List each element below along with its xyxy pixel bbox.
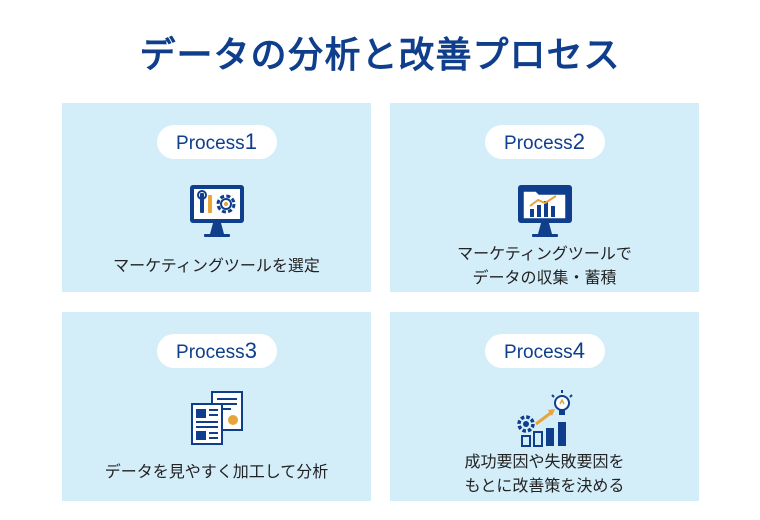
process-description: データを見やすく加工して分析 (104, 462, 329, 481)
process-badge: Process4 (484, 334, 605, 368)
process-card-4: Process4 成功要因や失敗要因を もとに改善策を決める (390, 312, 699, 501)
process-badge: Process1 (156, 125, 277, 159)
monitor-folder-chart-icon (514, 179, 576, 241)
process-card-1: Process1 マーケティングツールを選定 (62, 103, 371, 292)
page-title: データの分析と改善プロセス (139, 35, 621, 76)
process-badge: Process2 (484, 125, 605, 159)
process-description: 成功要因や失敗要因を もとに改善策を決める (464, 452, 625, 495)
report-documents-icon (186, 388, 248, 450)
process-description: マーケティングツールで データの収集・蓄積 (457, 244, 632, 287)
process-description: マーケティングツールを選定 (113, 256, 320, 275)
monitor-gear-tools-icon (186, 179, 248, 241)
gear-bars-lightbulb-icon (514, 388, 576, 450)
process-card-3: Process3 データを見やすく加工して分析 (62, 312, 371, 501)
process-card-2: Process2 マーケティングツールで データの収集・蓄積 (390, 103, 699, 292)
process-badge: Process3 (156, 334, 277, 368)
